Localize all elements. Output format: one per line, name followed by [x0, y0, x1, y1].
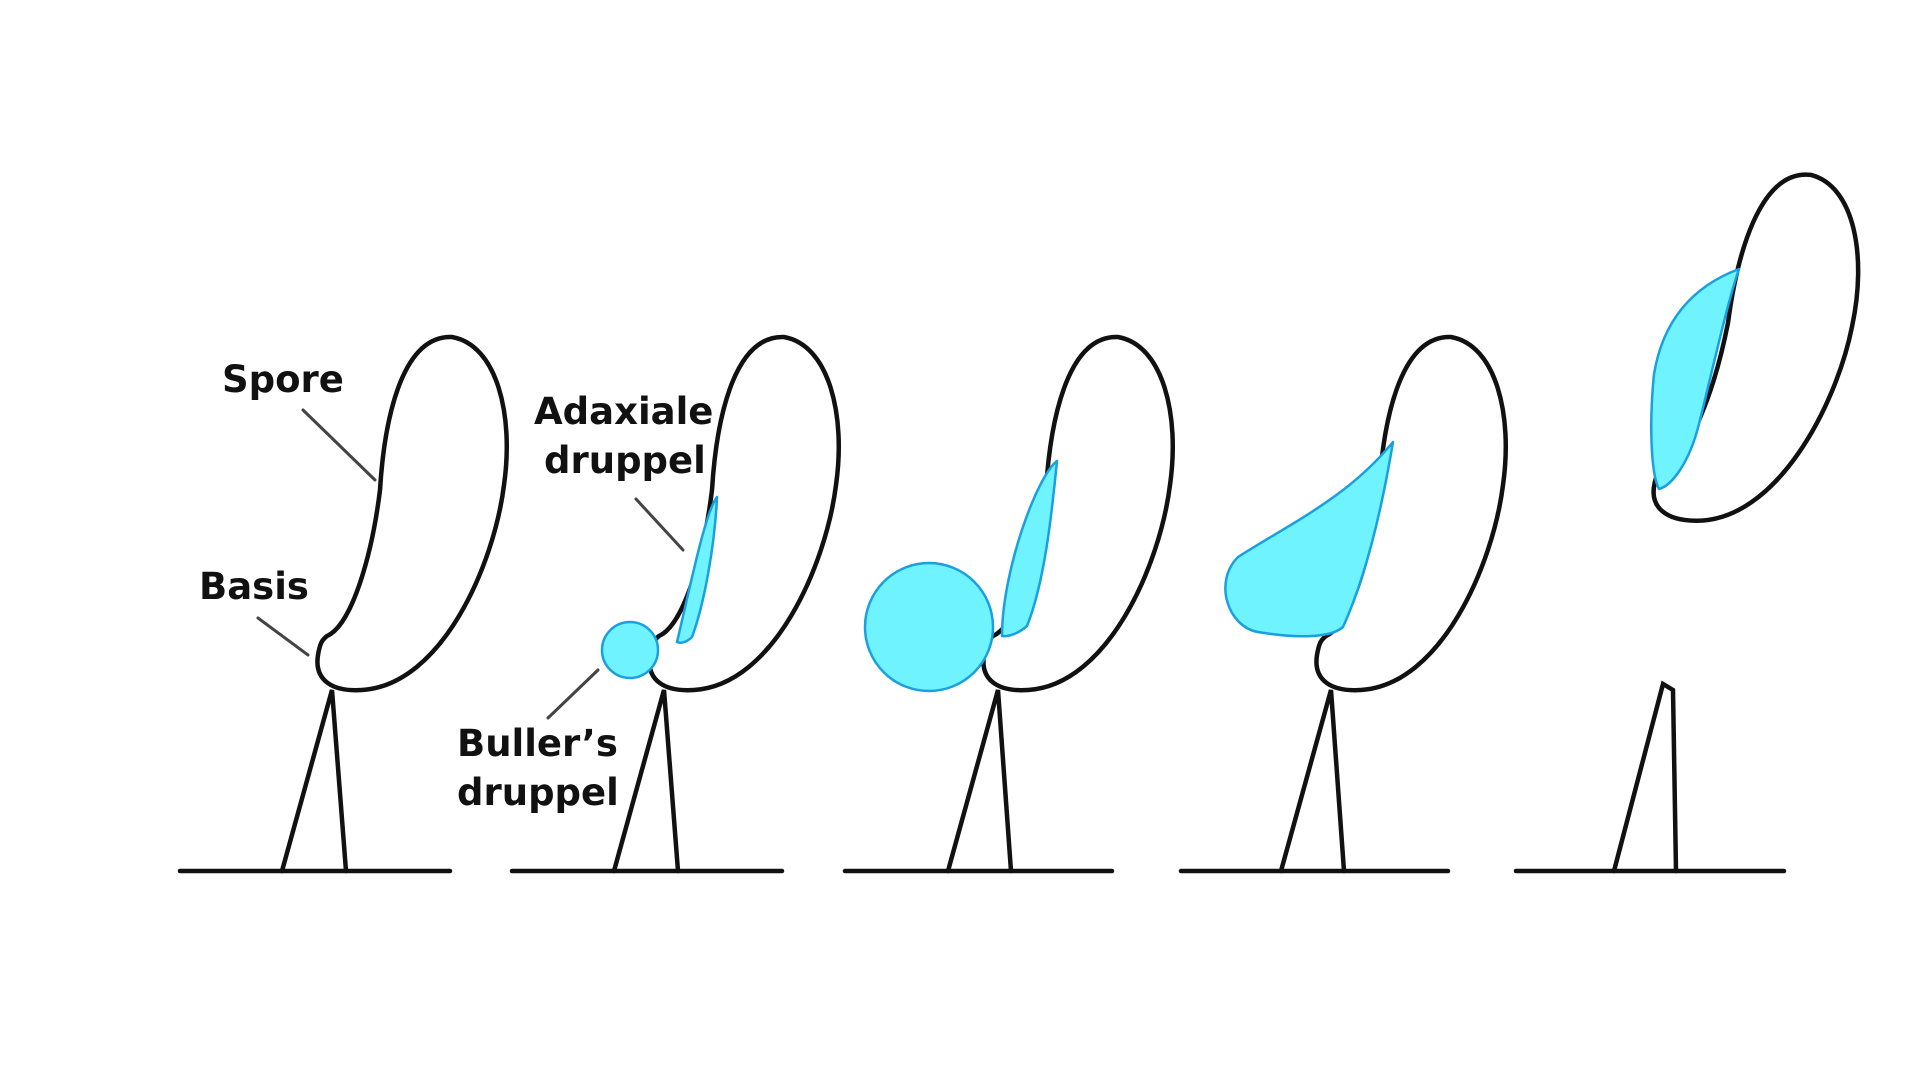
- spore-pointer: [301, 408, 377, 482]
- bullers-drop: [863, 561, 995, 693]
- sterigma: [611, 689, 681, 874]
- adaxial-label-line2: druppel: [544, 439, 706, 482]
- sterigma-stump: [1611, 680, 1679, 874]
- adaxial-pointer: [634, 497, 685, 552]
- bullers-drop: [600, 620, 660, 680]
- spore-body: [983, 337, 1172, 690]
- spore-label: Spore: [222, 358, 344, 401]
- stage-3: [842, 337, 1173, 874]
- stage-1: Spore Basis: [177, 337, 507, 874]
- stage-4: [1178, 337, 1506, 874]
- spore-body: [317, 337, 506, 690]
- sterigma: [945, 689, 1014, 874]
- basis-pointer: [256, 616, 310, 657]
- sterigma: [279, 689, 349, 874]
- stage-5: [1513, 165, 1865, 874]
- basis-label: Basis: [199, 565, 309, 608]
- bullers-label-line1: Buller’s: [457, 722, 618, 765]
- bullers-label-line2: druppel: [457, 771, 619, 814]
- sterigma: [1278, 689, 1347, 874]
- stage-2: Adaxiale druppel Buller’s druppel: [457, 337, 839, 874]
- bullers-pointer: [546, 668, 600, 720]
- adaxial-label-line1: Adaxiale: [534, 390, 713, 433]
